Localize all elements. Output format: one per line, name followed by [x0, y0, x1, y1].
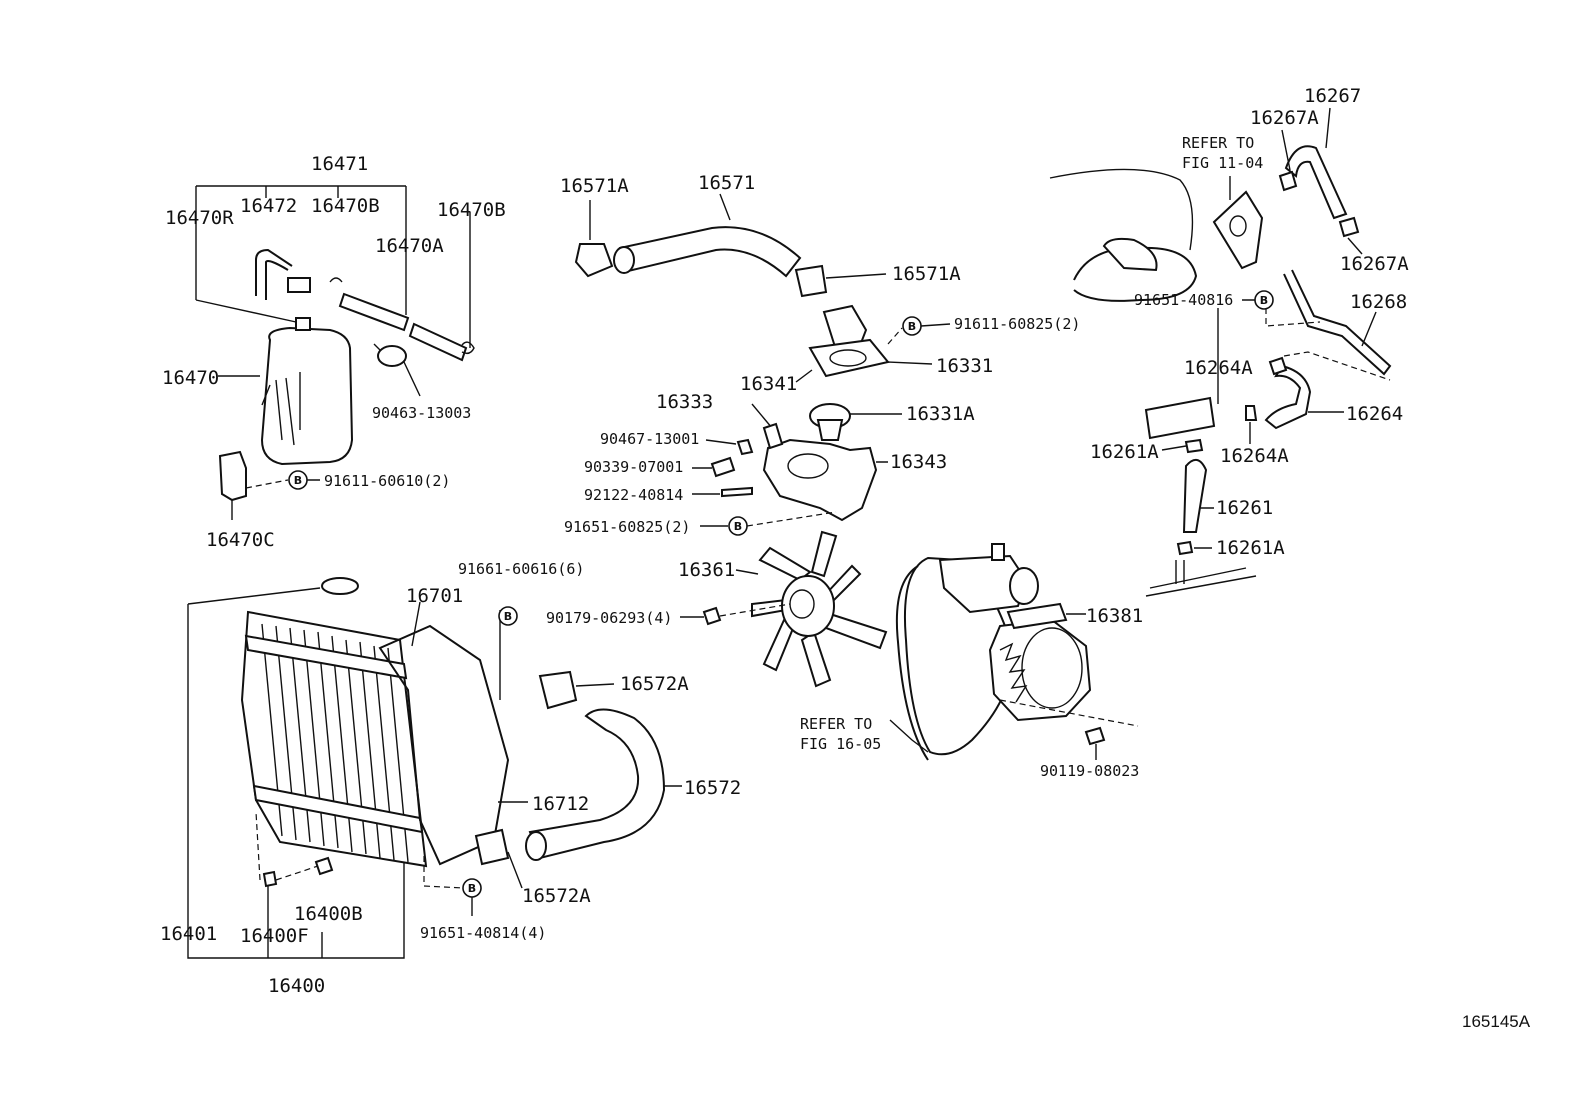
- label-92122-40814: 92122-40814: [584, 486, 683, 504]
- hose-clamp-icon: [474, 670, 578, 866]
- label-16572A: 16572A: [522, 885, 591, 907]
- label-90119-08023: 90119-08023: [1040, 762, 1139, 780]
- cooling-fan-group: [680, 530, 888, 688]
- label-16331: 16331: [936, 355, 993, 377]
- hose-16264: [1264, 364, 1312, 430]
- alternator-group: [889, 543, 1139, 761]
- label-16264: 16264: [1346, 403, 1403, 425]
- mounting-plate: [1212, 190, 1264, 270]
- fan-icon: [751, 530, 888, 688]
- label-90463-13003: 90463-13003: [372, 404, 471, 422]
- label-refer-to: REFER TO: [800, 715, 872, 733]
- upper-radiator-hose: [618, 226, 802, 278]
- label-91651-60825: 91651-60825(2): [564, 518, 690, 536]
- label-16401: 16401: [160, 923, 217, 945]
- bolt-badge-icon: B: [728, 516, 748, 536]
- label-16267A: 16267A: [1250, 107, 1319, 129]
- label-16701: 16701: [406, 585, 463, 607]
- alternator-body: [988, 618, 1092, 722]
- label-16261A: 16261A: [1090, 441, 1159, 463]
- label-16264A: 16264A: [1184, 357, 1253, 379]
- label-16400B: 16400B: [294, 903, 363, 925]
- label-16381: 16381: [1086, 605, 1143, 627]
- water-inlet-housing: [762, 438, 878, 522]
- label-91661-60616: 91661-60616(6): [458, 560, 584, 578]
- label-16571A: 16571A: [892, 263, 961, 285]
- label-16572A: 16572A: [620, 673, 689, 695]
- label-16470A: 16470A: [375, 235, 444, 257]
- lower-radiator-hose: [528, 708, 666, 860]
- radiator-group: B B: [187, 577, 528, 959]
- label-90179-06293: 90179-06293(4): [546, 609, 672, 627]
- reservoir-cap: [287, 277, 311, 293]
- label-16400: 16400: [268, 975, 325, 997]
- hose-16267: [1284, 145, 1348, 220]
- label-16470B: 16470B: [437, 199, 506, 221]
- outlet-gasket: [808, 338, 890, 378]
- label-16261A: 16261A: [1216, 537, 1285, 559]
- hose-16261: [1182, 459, 1208, 533]
- label-91611-60610: 91611-60610(2): [324, 472, 450, 490]
- reservoir-bracket: [218, 450, 247, 502]
- label-16712: 16712: [532, 793, 589, 815]
- label-16470B: 16470B: [311, 195, 380, 217]
- label-91651-40814: 91651-40814(4): [420, 924, 546, 942]
- clamp-icon: [373, 343, 421, 397]
- label-16267: 16267: [1304, 85, 1361, 107]
- bolt-badge-icon: B: [902, 316, 922, 336]
- water-outlet-group: B B: [692, 304, 951, 536]
- label-refer-to: REFER TO: [1182, 134, 1254, 152]
- upper-radiator-hose-group: [574, 193, 887, 298]
- drive-belt: [903, 556, 1013, 756]
- label-16470: 16470: [162, 367, 219, 389]
- label-16267A: 16267A: [1340, 253, 1409, 275]
- label-16400F: 16400F: [240, 925, 309, 947]
- label-16264A: 16264A: [1220, 445, 1289, 467]
- label-16572: 16572: [684, 777, 741, 799]
- label-16571: 16571: [698, 172, 755, 194]
- label-16471: 16471: [311, 153, 368, 175]
- bypass-hose-group: B: [1144, 107, 1392, 584]
- svg-text:B: B: [468, 882, 476, 895]
- label-91611-60825: 91611-60825(2): [954, 315, 1080, 333]
- label-16472: 16472: [240, 195, 297, 217]
- bolt-badge-icon: B: [288, 470, 308, 490]
- svg-text:B: B: [1260, 294, 1268, 307]
- label-90339-07001: 90339-07001: [584, 458, 683, 476]
- bolt-badge-icon: B: [1254, 290, 1274, 310]
- reservoir-group: B: [195, 185, 475, 520]
- label-16333: 16333: [656, 391, 713, 413]
- svg-text:B: B: [294, 474, 302, 487]
- overflow-hose: [338, 292, 410, 332]
- label-16268: 16268: [1350, 291, 1407, 313]
- label-16343: 16343: [890, 451, 947, 473]
- svg-text:B: B: [908, 320, 916, 333]
- label-16341: 16341: [740, 373, 797, 395]
- pipe-16268: [1283, 269, 1392, 376]
- label-90467-13001: 90467-13001: [600, 430, 699, 448]
- svg-text:B: B: [734, 520, 742, 533]
- engine-outline: [1049, 168, 1257, 597]
- label-91651-40816: 91651-40816: [1134, 291, 1233, 309]
- lower-radiator-hose-group: [474, 670, 682, 889]
- hose-clamp-icon: [574, 243, 828, 298]
- label-16470C: 16470C: [206, 529, 275, 551]
- label-16571A: 16571A: [560, 175, 629, 197]
- label-16470R: 16470R: [165, 207, 234, 229]
- svg-text:B: B: [504, 610, 512, 623]
- label-16361: 16361: [678, 559, 735, 581]
- bolt-badge-icon: B: [498, 606, 518, 626]
- thermostat-icon: [809, 403, 851, 441]
- label-16331A: 16331A: [906, 403, 975, 425]
- bolt-badge-icon: B: [462, 878, 482, 898]
- reservoir-tank: [260, 326, 354, 466]
- label-fig-16-05: FIG 16-05: [800, 735, 881, 753]
- part-labels: 16471 16470R 16472 16470B 16470B 16470A …: [160, 85, 1409, 997]
- label-fig-11-04: FIG 11-04: [1182, 154, 1263, 172]
- figure-id: 165145A: [1462, 1012, 1531, 1031]
- label-16261: 16261: [1216, 497, 1273, 519]
